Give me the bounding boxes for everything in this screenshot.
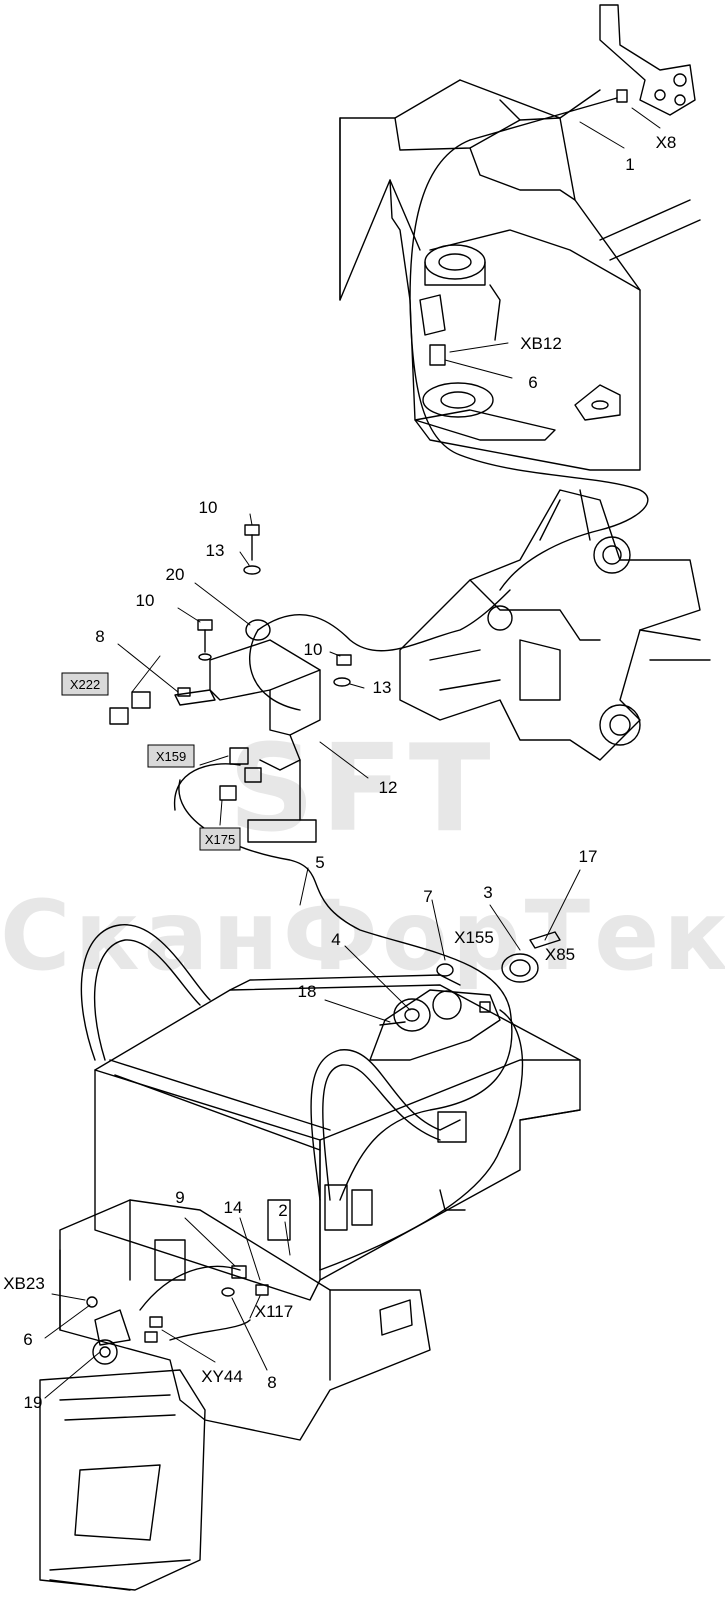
connectors <box>109 687 262 801</box>
callout-4: 4 <box>331 930 340 949</box>
connector-label-x222: X222 <box>70 677 100 692</box>
pump-assembly <box>369 931 561 1061</box>
callout-19: 19 <box>24 1393 43 1412</box>
callout-18: 18 <box>298 982 317 1001</box>
callout-6: 6 <box>528 373 537 392</box>
callout-5: 5 <box>315 853 324 872</box>
tank-body <box>80 924 581 1301</box>
callout-12: 12 <box>379 778 398 797</box>
callout-13: 13 <box>206 541 225 560</box>
boxed-callout-boxes <box>61 672 241 851</box>
leader-lines <box>44 107 661 1399</box>
callout-1: 1 <box>625 155 634 174</box>
connector-label-x175: X175 <box>205 832 235 847</box>
callout-xb23: XB23 <box>3 1274 45 1293</box>
cable-harness-5 <box>174 589 524 1271</box>
callout-x85: X85 <box>545 945 575 964</box>
callout-3: 3 <box>483 883 492 902</box>
callout-x8: X8 <box>656 133 677 152</box>
callout-8: 8 <box>267 1373 276 1392</box>
callout-13: 13 <box>373 678 392 697</box>
callout-20: 20 <box>166 565 185 584</box>
callout-x117: X117 <box>255 1302 293 1321</box>
callout-8: 8 <box>95 627 104 646</box>
callout-10: 10 <box>199 498 218 517</box>
callout-10: 10 <box>304 640 323 659</box>
front-frame <box>339 79 701 471</box>
fasteners <box>197 524 352 687</box>
callout-9: 9 <box>175 1188 184 1207</box>
callout-xy44: XY44 <box>201 1367 243 1386</box>
callout-6: 6 <box>23 1330 32 1349</box>
callout-14: 14 <box>224 1198 243 1217</box>
callout-x155: X155 <box>454 928 494 947</box>
callout-7: 7 <box>423 887 432 906</box>
callout-2: 2 <box>278 1201 287 1220</box>
callout-xb12: XB12 <box>520 334 562 353</box>
callout-10: 10 <box>136 591 155 610</box>
callout-17: 17 <box>579 847 598 866</box>
mounting-bracket <box>174 639 321 843</box>
step-frame <box>39 1199 431 1591</box>
loader-linkage <box>399 489 711 761</box>
sensor-bracket <box>469 4 696 141</box>
connector-label-x159: X159 <box>156 749 186 764</box>
